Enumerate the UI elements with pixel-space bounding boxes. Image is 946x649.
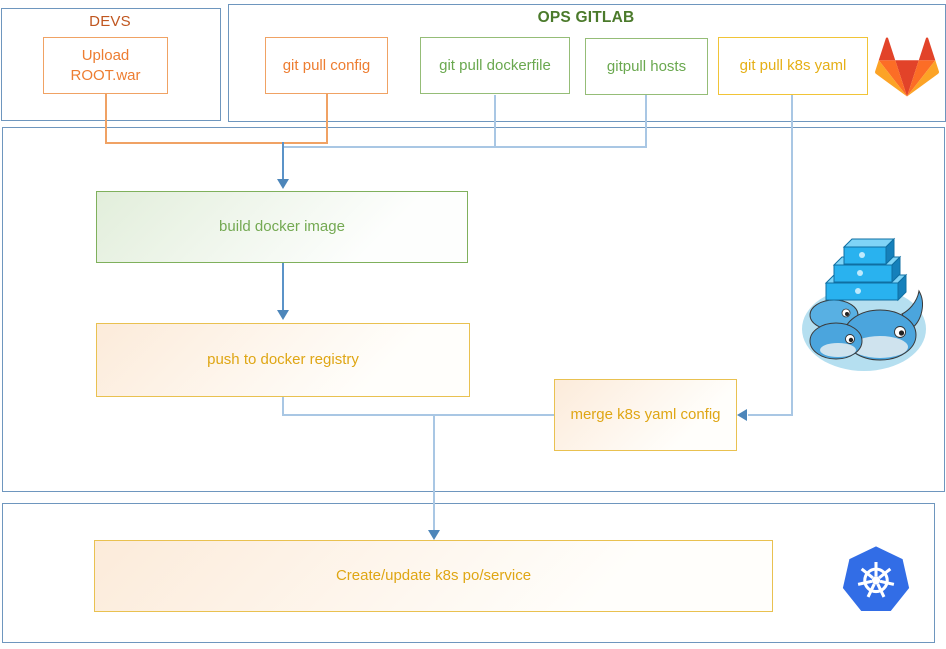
connector-dockerfile-down — [494, 95, 496, 148]
connector-orange-bus — [105, 142, 328, 144]
node-merge-k8s-yaml-config: merge k8s yaml config — [554, 379, 737, 451]
upload-label-line1: Upload — [81, 47, 130, 64]
gitlab-logo-icon — [875, 36, 939, 98]
node-upload-root-war: Upload ROOT.war — [43, 37, 168, 94]
node-git-pull-dockerfile: git pull dockerfile — [420, 37, 570, 94]
arrowhead-into-create — [428, 530, 440, 540]
connector-blue-bus — [282, 146, 647, 148]
connector-upload-down — [105, 94, 107, 144]
connector-config-down — [326, 93, 328, 144]
docker-logo-icon — [798, 233, 938, 371]
connector-into-build-line — [282, 142, 284, 180]
kubernetes-stage-container — [2, 503, 935, 643]
connector-k8syaml-left — [748, 414, 793, 416]
connector-bottom-bus — [282, 414, 555, 416]
node-build-docker-image: build docker image — [96, 191, 468, 263]
arrowhead-into-build — [277, 179, 289, 189]
arrowhead-into-push — [277, 310, 289, 320]
connector-push-down — [282, 397, 284, 416]
node-gitpull-hosts: gitpull hosts — [585, 38, 708, 95]
devs-container — [1, 8, 221, 121]
connector-hosts-down — [645, 95, 647, 148]
ops-gitlab-title: OPS GITLAB — [537, 9, 635, 26]
kubernetes-logo-icon — [842, 545, 910, 613]
connector-into-create-line — [433, 414, 435, 531]
arrowhead-into-merge — [737, 409, 747, 421]
connector-build-to-push-line — [282, 263, 284, 311]
upload-label-line2: ROOT.war — [70, 66, 141, 84]
node-create-update-k8s-po-service: Create/update k8s po/service — [94, 540, 773, 612]
connector-k8syaml-down — [791, 95, 793, 416]
node-git-pull-config: git pull config — [265, 37, 388, 94]
node-push-to-docker-registry: push to docker registry — [96, 323, 470, 397]
devs-title: DEVS — [89, 13, 131, 30]
docker-stage-container — [2, 127, 945, 492]
node-git-pull-k8s-yaml: git pull k8s yaml — [718, 37, 868, 95]
